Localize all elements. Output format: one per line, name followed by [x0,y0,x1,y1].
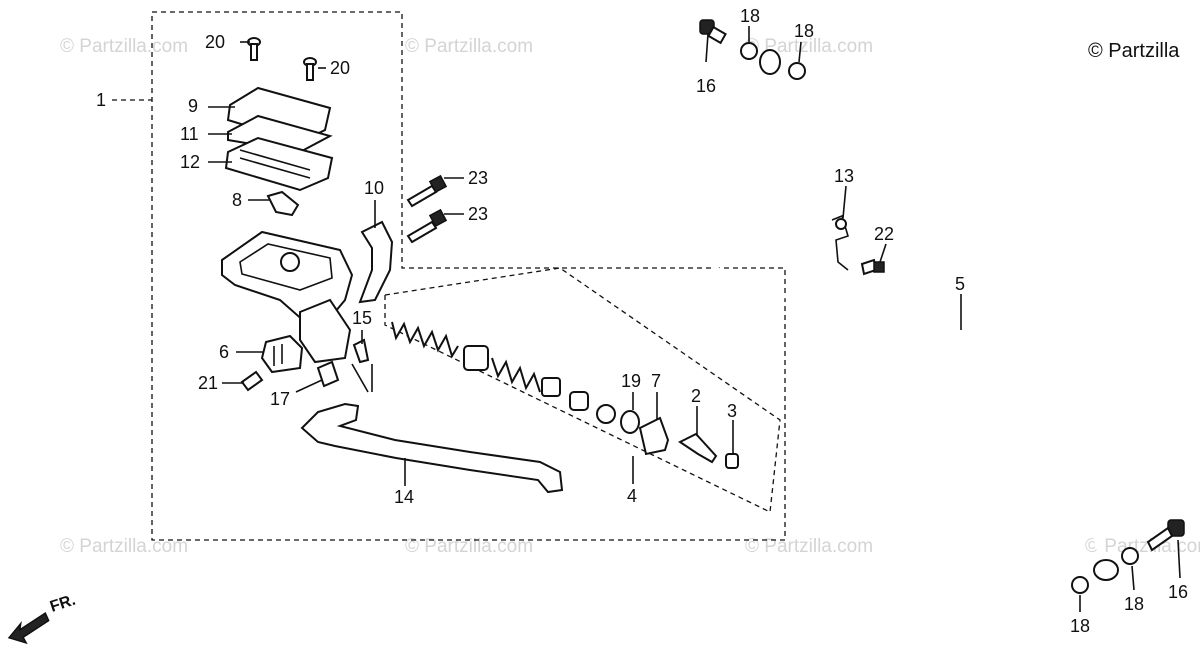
washer-18-upper-left [740,42,758,60]
screw-20-lower [303,57,317,81]
callout-4: 4 [627,486,637,506]
watermark: © Partzilla.com [745,36,873,57]
callout-18a: 18 [740,6,760,26]
callout-1: 1 [96,90,106,110]
nut-3 [725,453,739,469]
plate-8 [266,190,300,217]
callout-23b: 23 [468,204,488,224]
callout-23a: 23 [468,168,488,188]
screw-21 [240,370,264,392]
holder-10 [358,220,394,304]
brake-hose-5 [692,49,1119,581]
callout-20a: 20 [205,32,225,52]
assembly-outline [112,11,786,541]
callout-18b: 18 [794,21,814,41]
pivot-bolt-17 [316,360,340,388]
callout-7: 7 [651,371,661,391]
washer-18-lower-right [1121,547,1139,565]
push-rod-2 [678,432,718,464]
watermark: © Partzilla.com [745,536,873,557]
switch-6 [260,334,304,374]
bolt-16-lower [1146,519,1185,552]
callout-8: 8 [232,190,242,210]
washer-19 [596,404,640,434]
copyright-text: © Partzilla [1088,40,1180,62]
boot-7 [638,416,670,456]
watermark: © Partzilla.com [60,36,188,57]
callout-18d: 18 [1124,594,1144,614]
watermarks: © Partzilla.com © Partzilla.com © Partzi… [60,36,1200,557]
diaphragm [224,136,334,192]
watermark: © Partzilla.com [60,536,188,557]
callout-10: 10 [364,178,384,198]
callouts: 1 20 20 9 11 12 8 10 23 23 15 6 21 17 14… [96,6,1188,636]
watermark: © Partzilla.com [405,36,533,57]
seal-ring [569,391,589,411]
watermark: © Partzilla.com [405,536,533,557]
callout-13: 13 [834,166,854,186]
callout-17: 17 [270,389,290,409]
callout-6: 6 [219,342,229,362]
piston-kit-outline [384,267,781,513]
nut-15 [352,338,370,364]
bolt-23-upper [406,174,448,208]
callout-21: 21 [198,373,218,393]
watermark: © Partzilla.com [1085,536,1200,557]
washer-18-upper-right [788,62,806,80]
callout-22: 22 [874,224,894,244]
callout-14: 14 [394,487,414,507]
bolt-16-upper [699,19,727,45]
callout-16a: 16 [696,76,716,96]
clip-13 [831,214,849,271]
bolt-23-lower [406,208,448,244]
fr-label: FR. [48,592,78,616]
reservoir-cap-group [224,86,334,192]
callout-20b: 20 [330,58,350,78]
lever-14 [300,402,564,494]
front-direction-arrow: FR. [7,592,78,645]
callout-16b: 16 [1168,582,1188,602]
callout-3: 3 [727,401,737,421]
screw-20-upper [247,37,261,61]
callout-18c: 18 [1070,616,1090,636]
callout-11: 11 [180,124,199,144]
callout-5: 5 [955,274,965,294]
master-cylinder-body [221,230,354,364]
piston-spring [391,321,561,397]
callout-15: 15 [352,308,372,328]
callout-12: 12 [180,152,200,172]
callout-19: 19 [621,371,641,391]
leader-lines [208,26,1181,612]
callout-9: 9 [188,96,198,116]
callout-2: 2 [691,386,701,406]
bolt-22 [860,258,885,276]
washer-18-lower-left [1071,576,1089,594]
